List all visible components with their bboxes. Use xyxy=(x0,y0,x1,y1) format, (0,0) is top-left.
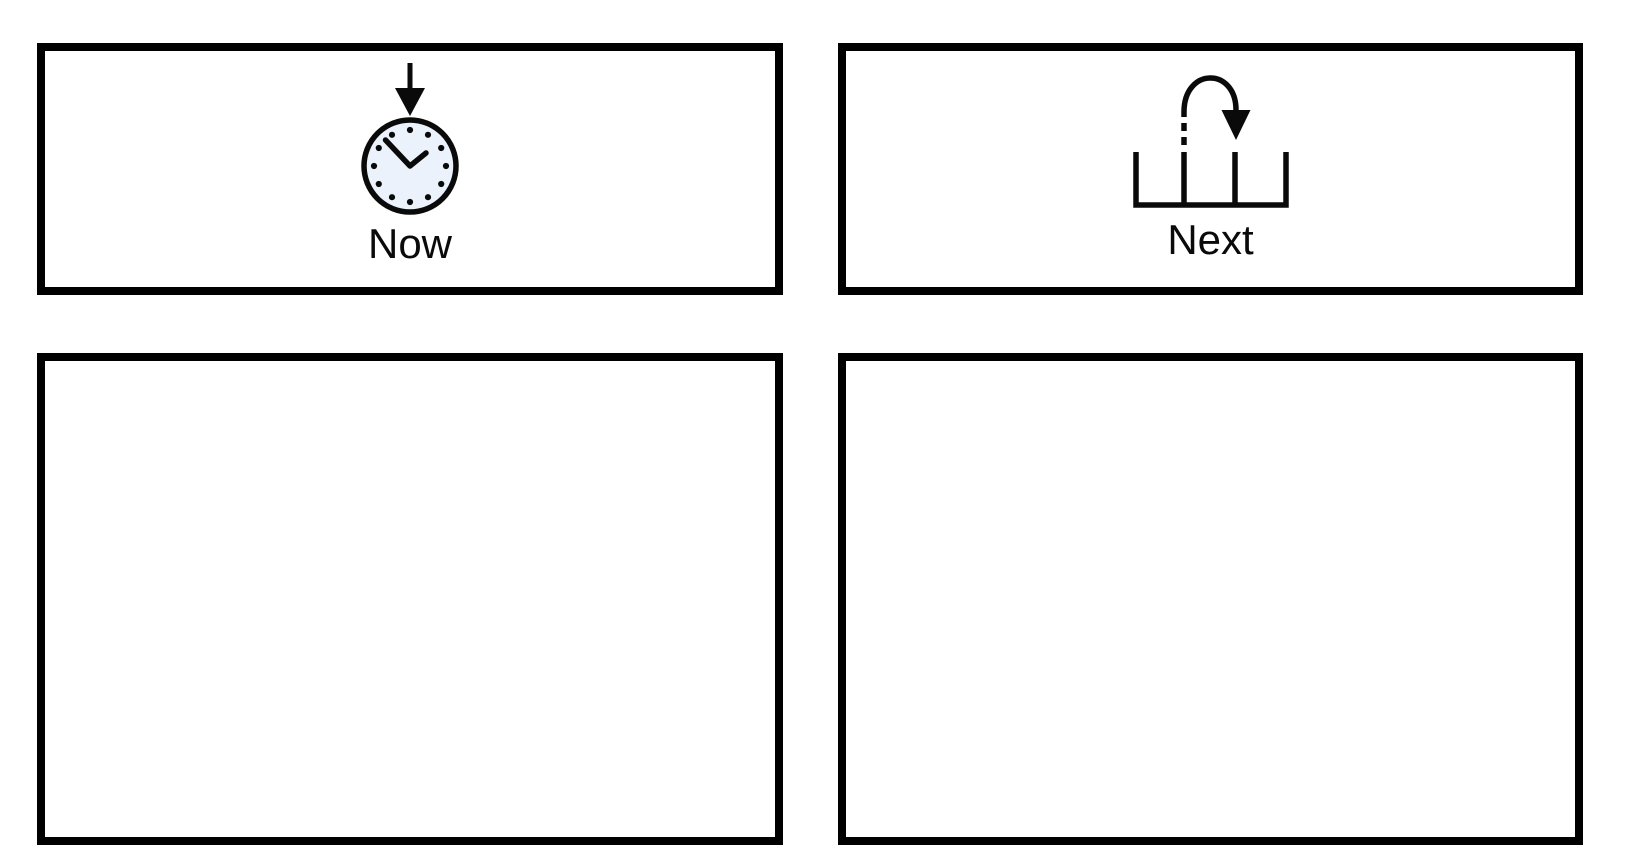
clock-with-down-arrow-icon xyxy=(360,62,460,216)
now-activity-slot[interactable] xyxy=(37,353,783,845)
timeline-skip-arrow-icon xyxy=(1131,72,1291,208)
now-header-cell: Now xyxy=(37,43,783,295)
next-header-cell: Next xyxy=(838,43,1583,295)
now-label: Now xyxy=(367,220,453,267)
next-label: Next xyxy=(1167,216,1254,263)
next-activity-slot[interactable] xyxy=(838,353,1583,845)
